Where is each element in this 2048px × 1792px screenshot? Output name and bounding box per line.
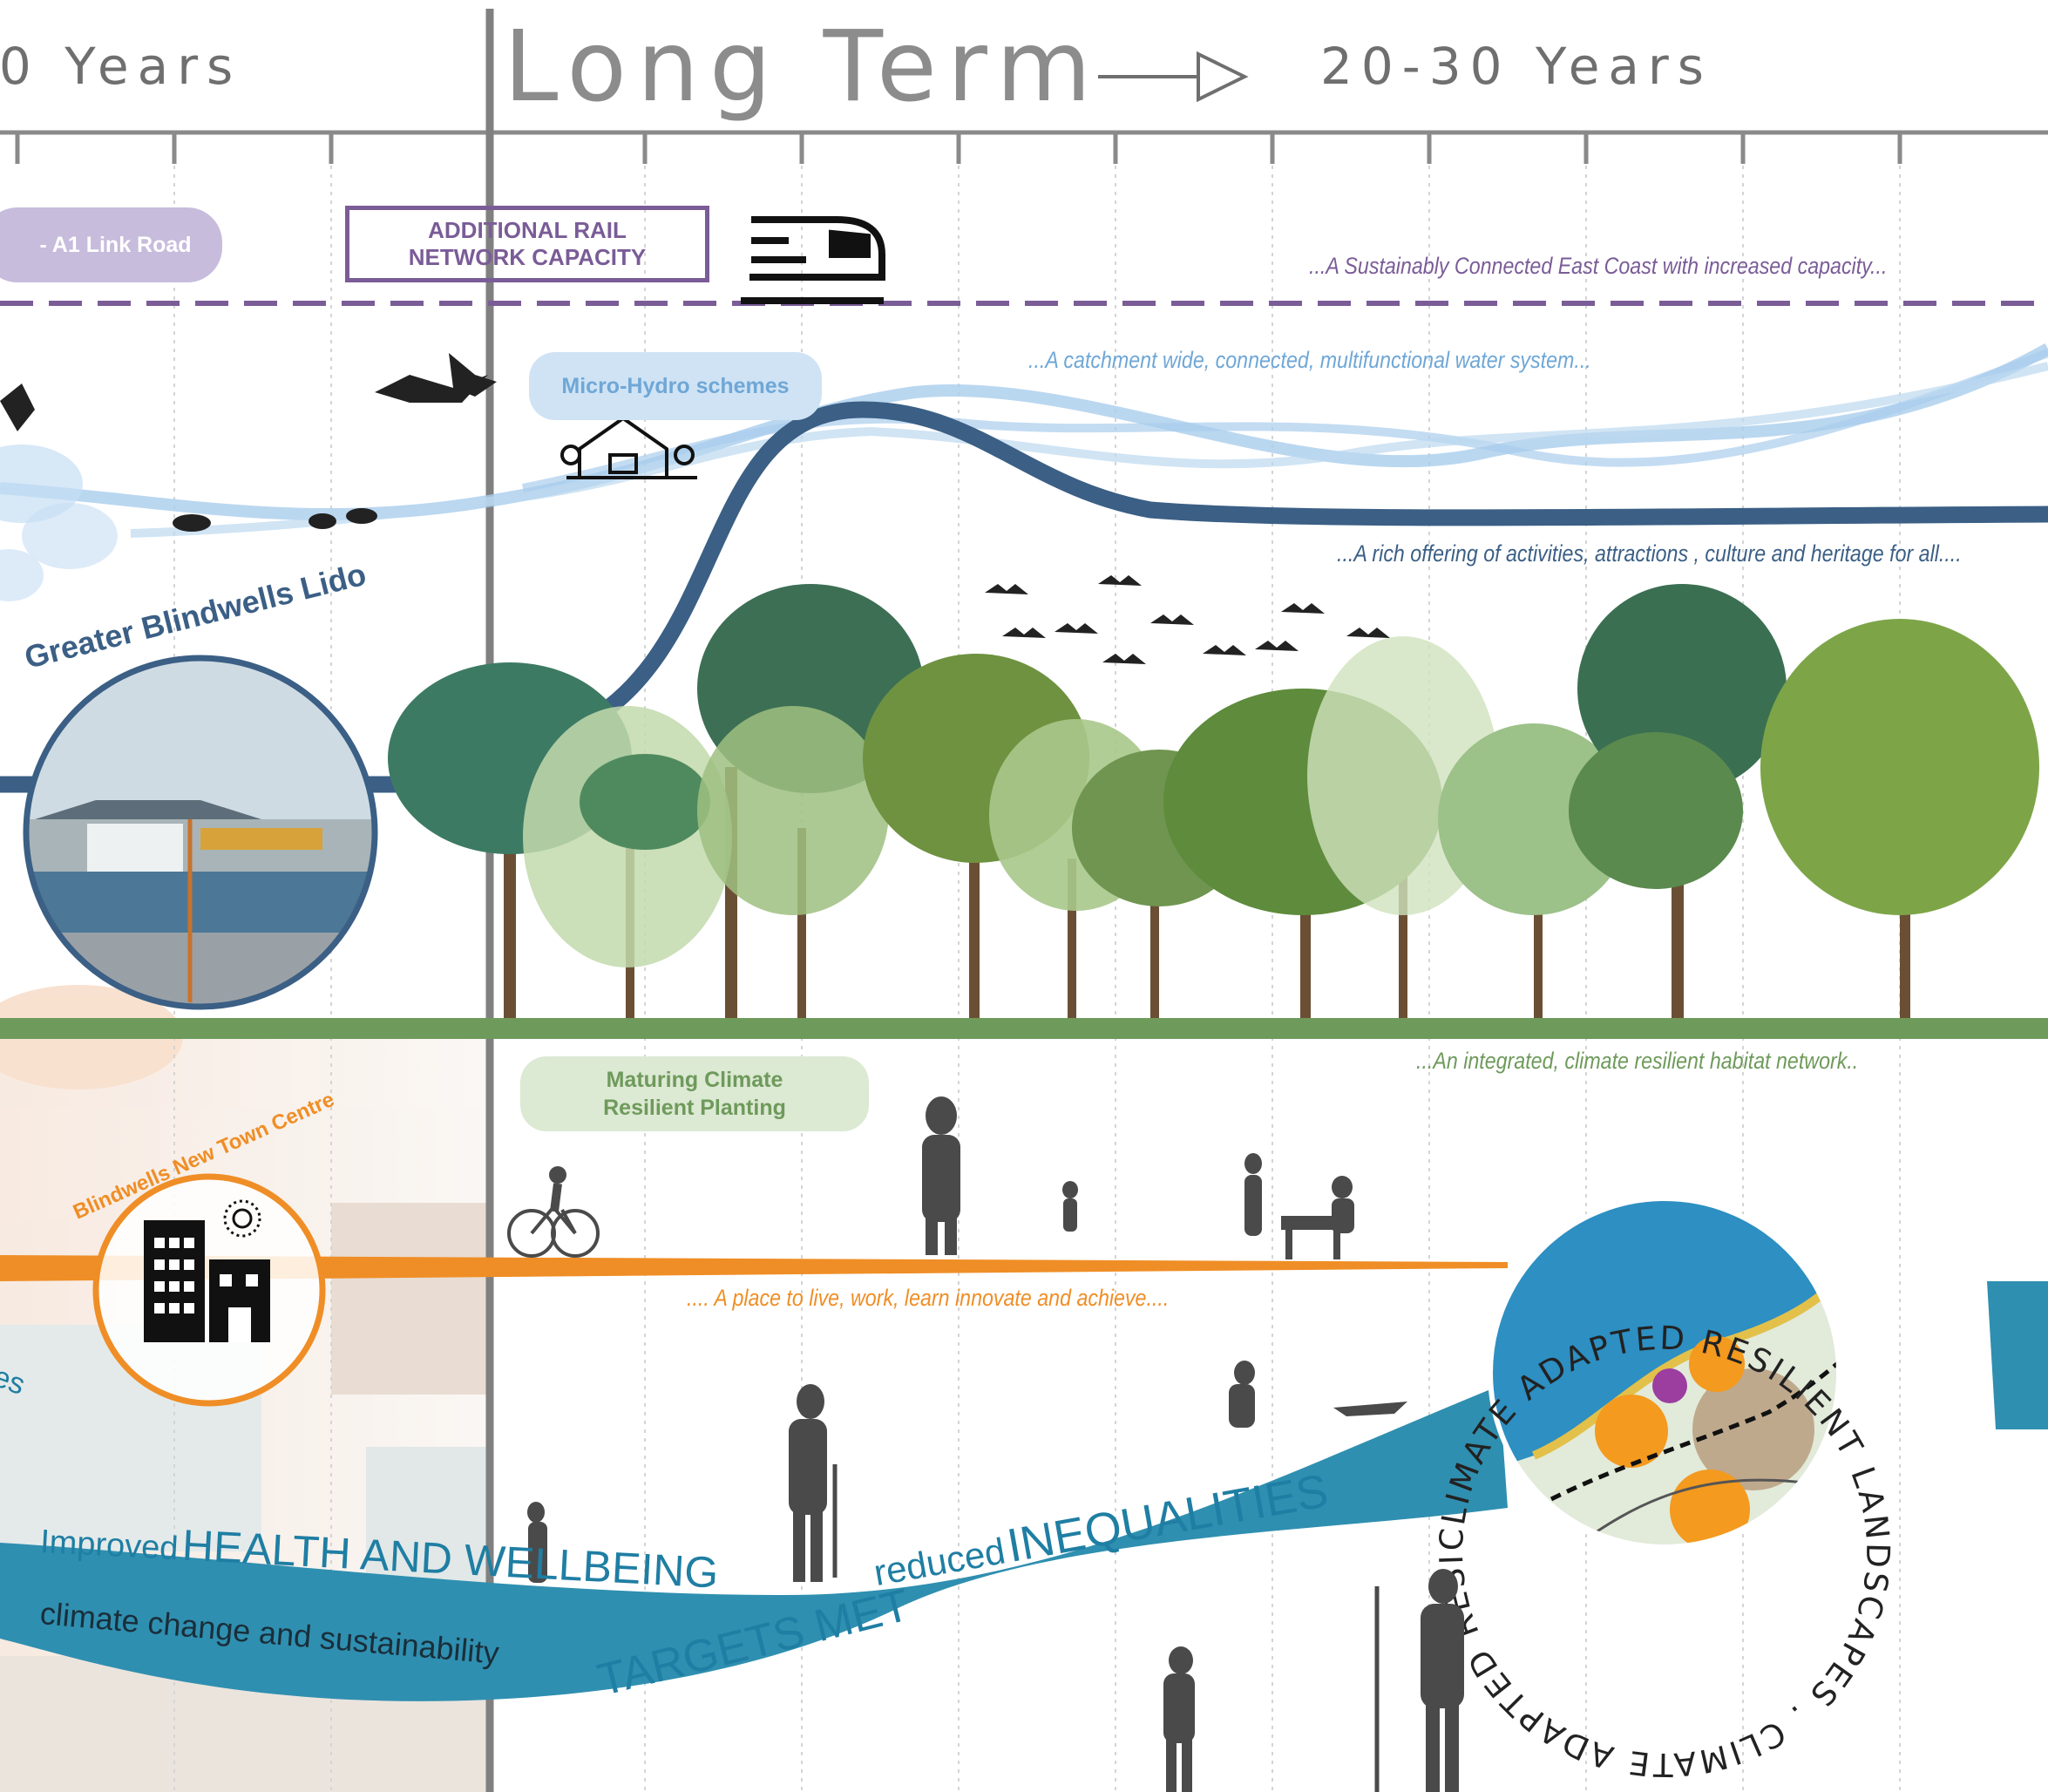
right-period-label: 20-30 Years	[1320, 37, 1712, 96]
rail-label-box: ADDITIONAL RAIL NETWORK CAPACITY	[345, 206, 709, 282]
tree-row	[388, 584, 2039, 1020]
place-caption: .... A place to live, work, learn innova…	[687, 1285, 1170, 1311]
habitat-line	[0, 1018, 2048, 1039]
habitat-caption: ...An integrated, climate resilient habi…	[1416, 1048, 1859, 1074]
link-road-pill: - A1 Link Road	[0, 207, 222, 282]
building-icon	[144, 1220, 270, 1342]
place-line	[0, 1255, 1508, 1281]
bicycle-icon	[507, 1166, 600, 1258]
silhouettes	[527, 1096, 1464, 1792]
water-ribbons	[0, 343, 2048, 601]
rail-label: ADDITIONAL RAIL NETWORK CAPACITY	[408, 216, 647, 270]
planting-pill: Maturing Climate Resilient Planting	[520, 1056, 869, 1131]
arrow-right-icon	[1098, 51, 1249, 103]
water-caption: ...A catchment wide, connected, multifun…	[1028, 347, 1591, 373]
outcomes-ribbon-right	[1987, 1281, 2048, 1429]
lido-frame	[23, 655, 378, 1010]
badge-frame	[1488, 1196, 1841, 1550]
culture-caption: ...A rich offering of activities, attrac…	[1337, 540, 1962, 567]
outcomes-ribbon	[0, 1386, 1508, 1701]
planting-label: Maturing Climate Resilient Planting	[603, 1067, 786, 1121]
micro-hydro-pill: Micro-Hydro schemes	[529, 352, 822, 420]
transport-caption: ...A Sustainably Connected East Coast wi…	[1309, 253, 1888, 279]
sun-icon	[223, 1199, 261, 1238]
micro-hydro-label: Micro-Hydro schemes	[561, 373, 790, 398]
phase-title: Long Term	[504, 10, 1102, 124]
timeline-ruler	[0, 130, 2048, 164]
house-icon	[560, 416, 697, 479]
train-icon	[741, 216, 885, 304]
link-road-label: - A1 Link Road	[39, 232, 192, 257]
health-prefix: Improved	[39, 1523, 180, 1568]
left-period-label: 20 Years	[0, 37, 242, 96]
birds	[0, 353, 1390, 664]
badge-map	[1490, 1198, 1839, 1547]
